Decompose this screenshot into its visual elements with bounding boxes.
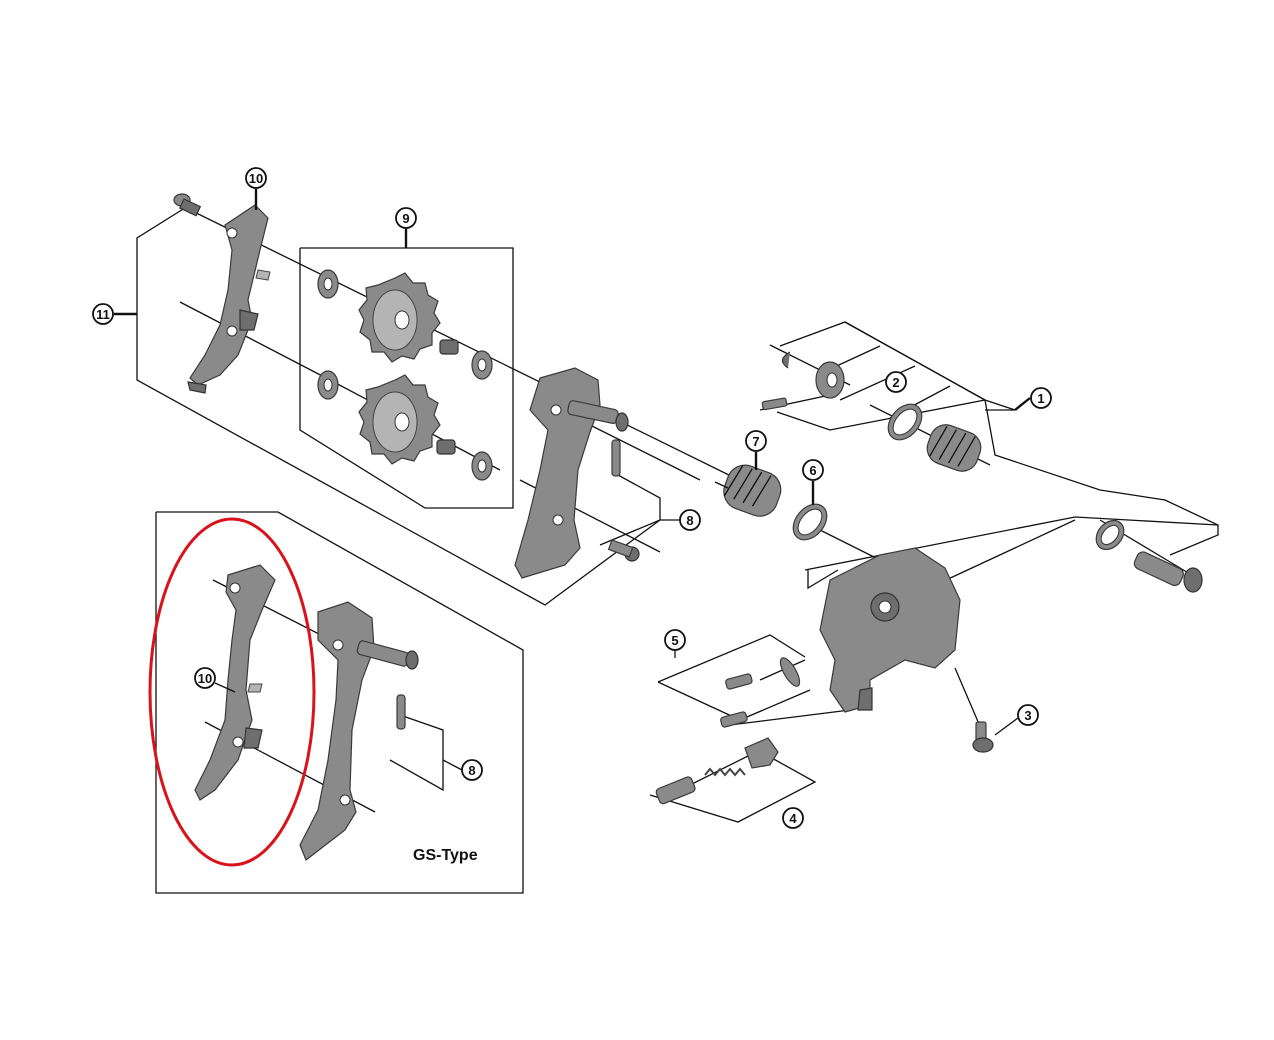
cage-bolt-top [173,193,202,217]
callout-1: 1 [1030,387,1052,409]
b-tension-parts-2 [761,351,923,441]
adjuster-bracket [649,756,817,823]
callout-6: 6 [802,459,824,481]
pulley-group-box [299,247,514,509]
return-spring-7 [714,464,782,517]
callout-5: 5 [664,629,686,651]
callout-4: 4 [782,807,804,829]
callout-8-main: 8 [679,509,701,531]
svg-text:7: 7 [752,434,759,449]
callout-10-inset: 10 [194,667,216,689]
pulley-upper [317,269,493,380]
svg-text:8: 8 [686,513,693,528]
washer-ring-6 [792,503,828,541]
inner-cage-plate-10 [187,204,271,394]
callout-2: 2 [885,371,907,393]
spring-parts-bracket [776,399,986,431]
svg-text:4: 4 [789,811,797,826]
callout-11: 11 [92,303,114,325]
gs-type-label: GS-Type [413,847,478,864]
derailleur-main-body [819,547,961,713]
gs-type-inset-box [155,511,524,894]
svg-text:5: 5 [671,633,678,648]
callout-7: 7 [745,430,767,452]
svg-text:10: 10 [249,171,263,186]
svg-text:3: 3 [1024,708,1031,723]
gs-highlight-ellipse [148,517,316,867]
callout-9: 9 [395,207,417,229]
cable-adjuster-4 [655,737,779,805]
outer-cage-plate [514,367,640,579]
b-spring-1 [926,424,982,472]
gs-outer-plate [299,601,419,861]
screw-bracket [657,634,806,683]
svg-text:10: 10 [198,671,212,686]
adjust-screws-5 [720,657,801,728]
stop-bolt-3 [972,721,994,753]
svg-text:8: 8 [468,763,475,778]
mounting-bolt-1 [1095,519,1203,593]
pulley-lower [317,370,493,481]
cage-assembly-bracket [136,205,661,606]
svg-text:1: 1 [1037,391,1044,406]
svg-text:11: 11 [96,307,110,322]
svg-text:9: 9 [402,211,409,226]
cage-bolt-bracket [599,474,661,546]
callout-10-top: 10 [245,167,267,189]
callout-8-inset: 8 [461,759,483,781]
svg-text:2: 2 [892,375,899,390]
main-body-bracket [779,321,1219,556]
callout-3: 3 [1017,704,1039,726]
svg-text:6: 6 [809,463,816,478]
gs-inner-plate-10 [194,564,276,801]
